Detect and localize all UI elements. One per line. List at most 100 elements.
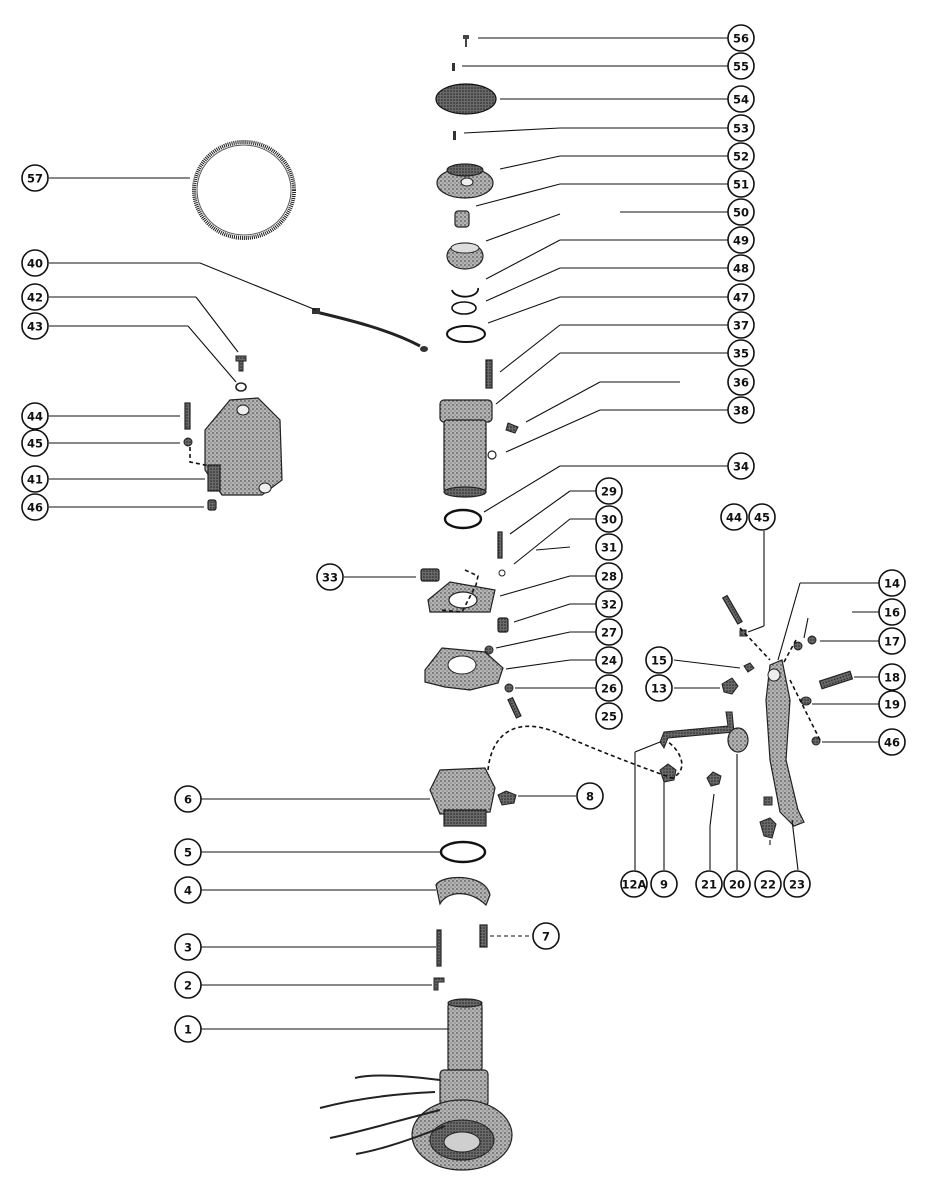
callout-label: 22	[760, 878, 776, 892]
part-44-bolt	[184, 402, 191, 430]
callout-44: 44	[720, 503, 748, 531]
callout-8: 8	[576, 782, 604, 810]
callout-14: 14	[878, 569, 906, 597]
part-3-shaft	[436, 929, 442, 967]
callout-label: 38	[733, 404, 749, 418]
part-55-pin	[452, 63, 455, 71]
part-21-nut	[706, 771, 722, 787]
callout-label: 48	[733, 262, 749, 276]
callout-label: 2	[184, 979, 192, 993]
part-47-ring	[451, 301, 477, 315]
callout-56: 56	[727, 24, 755, 52]
callout-label: 40	[27, 257, 43, 271]
part-35-housing	[439, 399, 493, 498]
part-46-sleeve	[207, 499, 217, 511]
callout-label: 56	[733, 32, 749, 46]
part-45-nut-right	[739, 629, 747, 637]
callout-label: 19	[884, 698, 900, 712]
callout-label: 18	[884, 671, 900, 685]
part-49-sleeve	[446, 242, 484, 270]
callout-label: 43	[27, 320, 43, 334]
callout-label: 34	[733, 460, 749, 474]
callout-25: 25	[595, 702, 623, 730]
callout-44: 44	[21, 402, 49, 430]
part-4-clamp	[435, 876, 491, 907]
callout-34: 34	[727, 452, 755, 480]
callout-13: 13	[645, 674, 673, 702]
callout-label: 46	[884, 736, 900, 750]
part-7-spring	[479, 924, 488, 948]
part-9-fitting	[659, 763, 677, 783]
part-6-housing	[429, 767, 496, 827]
callout-label: 52	[733, 150, 749, 164]
callout-label: 14	[884, 577, 900, 591]
callout-21: 21	[695, 870, 723, 898]
part-34-o-ring	[443, 508, 483, 530]
part-25-screw	[507, 696, 522, 719]
callout-label: 4	[184, 884, 192, 898]
callout-22: 22	[754, 870, 782, 898]
callout-label: 25	[601, 710, 617, 724]
part-37-bolt	[485, 359, 493, 389]
part-30-washer	[498, 569, 506, 577]
part-43-washer	[235, 382, 247, 392]
callout-label: 32	[601, 598, 617, 612]
part-o-ring	[446, 325, 486, 343]
callout-label: 47	[733, 291, 749, 305]
part-57-belt	[192, 140, 296, 240]
callout-23: 23	[783, 870, 811, 898]
callout-1: 1	[174, 1015, 202, 1043]
part-51-bushing	[454, 210, 470, 228]
callout-label: 53	[733, 122, 749, 136]
callout-57: 57	[21, 164, 49, 192]
callout-17: 17	[878, 627, 906, 655]
callout-label: 28	[601, 570, 617, 584]
part-5-ring	[439, 840, 487, 864]
callout-label: 57	[27, 172, 43, 186]
callout-12a: 12A	[620, 870, 648, 898]
callout-label: 24	[601, 654, 617, 668]
part-41-bracket	[204, 397, 283, 496]
callout-45: 45	[21, 429, 49, 457]
callout-4: 4	[174, 876, 202, 904]
part-23-screw	[759, 817, 777, 839]
callout-label: 5	[184, 846, 192, 860]
callout-37: 37	[727, 311, 755, 339]
part-40-cable	[312, 308, 428, 352]
callout-53: 53	[727, 114, 755, 142]
part-20-bushing	[727, 727, 749, 753]
callout-24: 24	[595, 646, 623, 674]
part-32-block	[497, 617, 509, 633]
callout-label: 3	[184, 941, 192, 955]
callout-32: 32	[595, 590, 623, 618]
callout-31: 31	[595, 533, 623, 561]
callout-label: 41	[27, 473, 43, 487]
callout-55: 55	[727, 52, 755, 80]
part-42-screw	[235, 355, 247, 372]
part-48-clip	[451, 287, 479, 298]
part-24-bracket	[424, 647, 504, 691]
callout-label: 13	[651, 682, 667, 696]
callout-38: 38	[727, 396, 755, 424]
callout-46: 46	[878, 728, 906, 756]
callout-18: 18	[878, 663, 906, 691]
leader-lines	[49, 37, 880, 1030]
callout-label: 17	[884, 635, 900, 649]
part-1-shaft-assembly	[319, 998, 513, 1171]
callout-label: 42	[27, 291, 43, 305]
callout-27: 27	[595, 618, 623, 646]
callout-label: 7	[542, 930, 550, 944]
callout-42: 42	[21, 283, 49, 311]
callout-5: 5	[174, 838, 202, 866]
callout-7: 7	[532, 922, 560, 950]
callout-41: 41	[21, 465, 49, 493]
callout-36: 36	[727, 368, 755, 396]
callout-40: 40	[21, 249, 49, 277]
callout-29: 29	[595, 477, 623, 505]
part-45-nut	[183, 437, 193, 447]
callout-label: 31	[601, 541, 617, 555]
callout-label: 23	[789, 878, 805, 892]
callout-label: 1	[184, 1023, 192, 1037]
part-12a-rod	[659, 711, 735, 750]
